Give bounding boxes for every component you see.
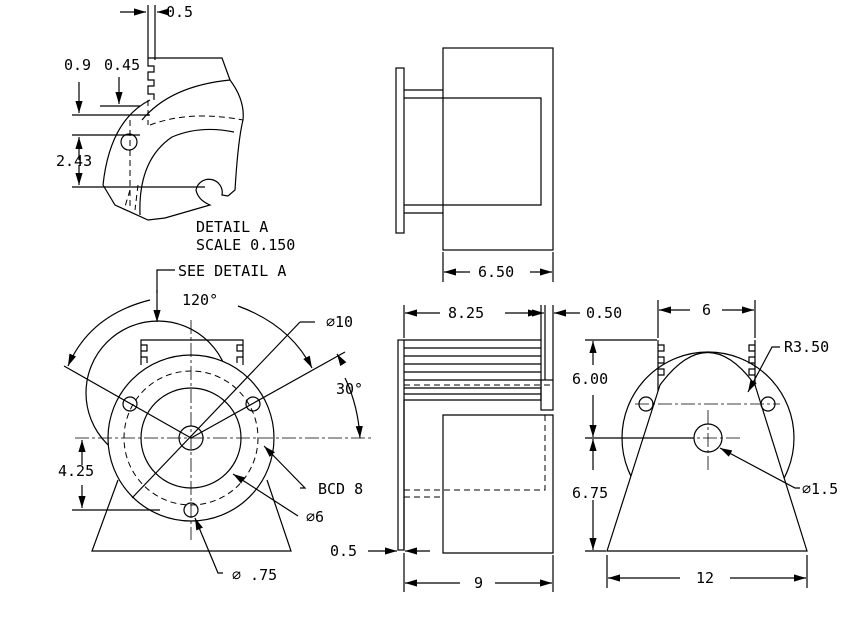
dim-6: 6 (702, 301, 711, 319)
dim-tooth-width: 0.5 (166, 3, 193, 21)
dia-1-5: ∅1.5 (802, 480, 838, 498)
angle-120: 120° (182, 291, 218, 309)
see-detail-a-label: SEE DETAIL A (178, 262, 286, 280)
side-view: 8.25 0.50 0.5 9 (330, 304, 622, 592)
front-view: SEE DETAIL A 120° ∅10 30° 4.25 BCD 8 ∅6 … (58, 262, 372, 584)
detail-title: DETAIL A (196, 218, 268, 236)
dim-0-50: 0.50 (586, 304, 622, 322)
dim-12: 12 (696, 569, 714, 587)
bcd-8: BCD 8 (318, 480, 363, 498)
dim-8-25: 8.25 (448, 304, 484, 322)
top-view: 6.50 (395, 47, 554, 282)
dim-2-43: 2.43 (56, 152, 92, 170)
angle-30: 30° (336, 380, 363, 398)
dim-6-50: 6.50 (478, 263, 514, 281)
dim-9: 9 (474, 574, 483, 592)
dim-0-9: 0.9 (64, 56, 91, 74)
radius-3-50: R3.50 (784, 338, 829, 356)
dim-4-25: 4.25 (58, 462, 94, 480)
dim-0-45: 0.45 (104, 56, 140, 74)
dia-10: ∅10 (326, 313, 353, 331)
dia-0-75: ∅ .75 (232, 566, 277, 584)
end-view: 6 R3.50 6.00 6.75 ∅1.5 12 (572, 300, 838, 588)
dim-6-75: 6.75 (572, 484, 608, 502)
dim-6-00: 6.00 (572, 370, 608, 388)
dia-6: ∅6 (306, 508, 324, 526)
detail-a-view: 0.5 0.9 0.45 2.43 DETAIL A SCALE 0.150 (56, 3, 295, 254)
detail-scale: SCALE 0.150 (196, 236, 295, 254)
dim-0-5: 0.5 (330, 542, 357, 560)
